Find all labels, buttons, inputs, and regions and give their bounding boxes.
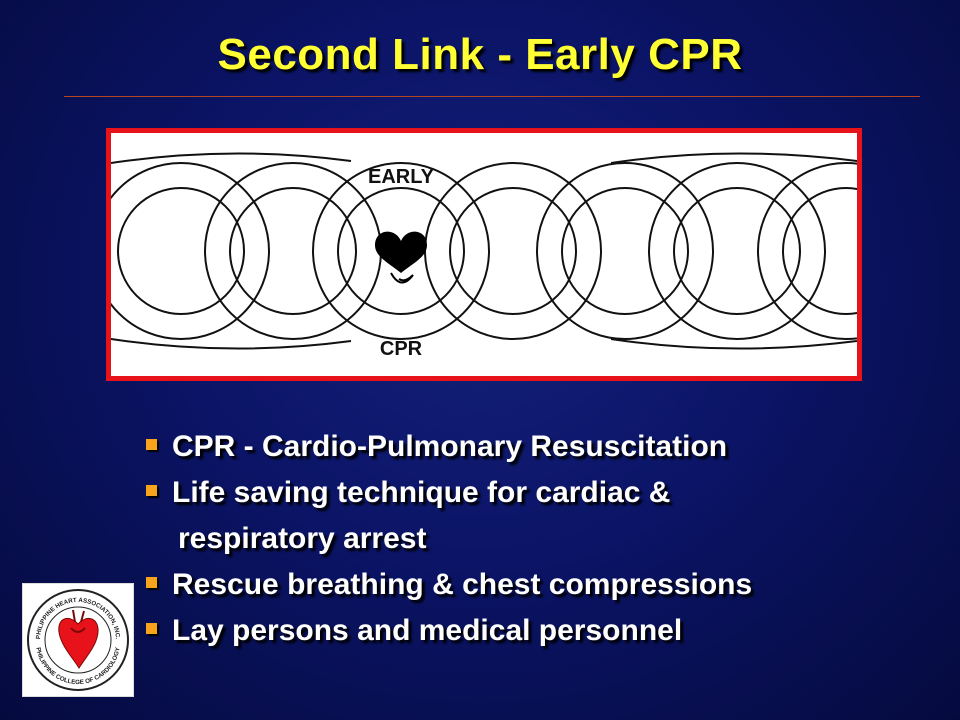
chain-link-3 xyxy=(312,162,490,340)
bullet-continuation: respiratory arrest xyxy=(178,522,427,555)
bullet-item: CPR - Cardio-Pulmonary Resuscitation xyxy=(146,424,752,470)
bullet-marker-icon xyxy=(146,623,157,634)
association-logo: PHILIPPINE HEART ASSOCIATION, INC. PHILI… xyxy=(22,583,134,697)
bullet-marker-icon xyxy=(146,439,157,450)
bullet-list: CPR - Cardio-Pulmonary Resuscitation Lif… xyxy=(146,424,752,654)
chain-link-1 xyxy=(111,162,270,340)
chain-illustration: EARLY CPR xyxy=(106,128,862,381)
logo-seal: PHILIPPINE HEART ASSOCIATION, INC. PHILI… xyxy=(27,589,129,691)
heart-icon xyxy=(375,231,427,284)
chain-links-graphic: EARLY CPR xyxy=(111,152,857,360)
bullet-item: Rescue breathing & chest compressions xyxy=(146,562,752,608)
bullet-item: Life saving technique for cardiac & xyxy=(146,470,752,516)
chain-link-7 xyxy=(757,162,857,340)
anatomical-heart-icon xyxy=(58,609,99,669)
bullet-marker-icon xyxy=(146,577,157,588)
chain-link-5 xyxy=(536,162,714,340)
slide-title: Second Link - Early CPR xyxy=(217,30,743,79)
chain-link-2 xyxy=(204,162,382,340)
early-label: EARLY xyxy=(368,166,435,188)
chain-link-4 xyxy=(424,162,602,340)
cpr-label: CPR xyxy=(380,338,423,360)
chain-link-6 xyxy=(648,162,826,340)
bullet-marker-icon xyxy=(146,485,157,496)
title-divider xyxy=(64,96,920,97)
bullet-item: Lay persons and medical personnel xyxy=(146,608,752,654)
